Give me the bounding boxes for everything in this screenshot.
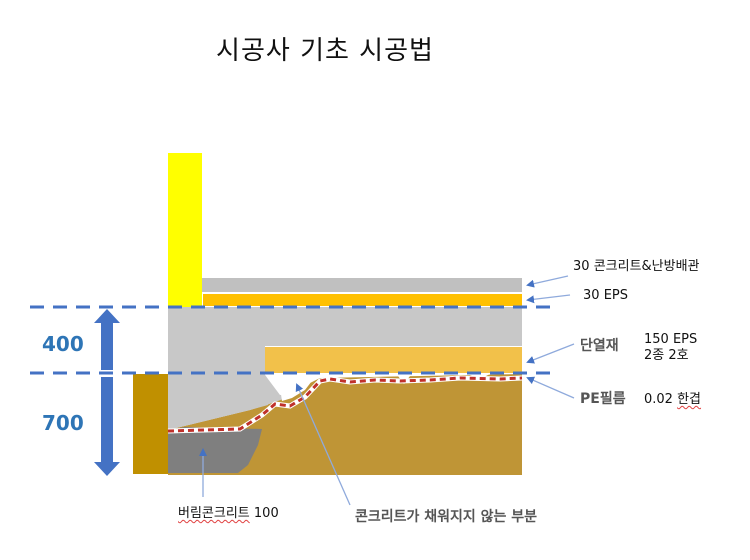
label-lean-concrete: 버림콘크리트 100: [178, 506, 279, 521]
label-pe-film-name: PE필름: [580, 391, 626, 407]
leader-insulation: [526, 343, 575, 364]
footing-block: [133, 374, 168, 474]
label-eps-top: 30 EPS: [583, 288, 628, 303]
label-pe-film-spec: 0.02 한겹: [644, 392, 702, 407]
slab-inner-fill: [168, 307, 275, 430]
label-void: 콘크리트가 채워지지 않는 부분: [355, 509, 538, 525]
leader-void: [295, 383, 351, 506]
label-insulation-spec-1: 150 EPS: [644, 332, 698, 347]
wall: [168, 153, 202, 307]
dimension-700: 700: [42, 411, 84, 435]
dim-arrow-400: [94, 309, 120, 370]
leader-eps: [526, 294, 571, 304]
label-insulation-name: 단열재: [580, 338, 619, 354]
insulation-layer: [265, 347, 522, 373]
leader-screed: [526, 275, 569, 288]
screed-layer: [202, 278, 522, 292]
label-screed: 30 콘크리트&난방배관: [573, 259, 700, 274]
label-insulation-spec-2: 2종 2호: [644, 348, 689, 363]
dimension-400: 400: [42, 332, 84, 356]
dim-arrow-700: [94, 377, 120, 476]
soil-mass: [168, 374, 522, 475]
diagram-title: 시공사 기초 시공법: [216, 36, 434, 66]
eps-top-layer: [203, 294, 522, 306]
leader-pe-film: [526, 376, 575, 399]
lean-concrete: [168, 427, 262, 473]
void-region: [270, 373, 318, 401]
